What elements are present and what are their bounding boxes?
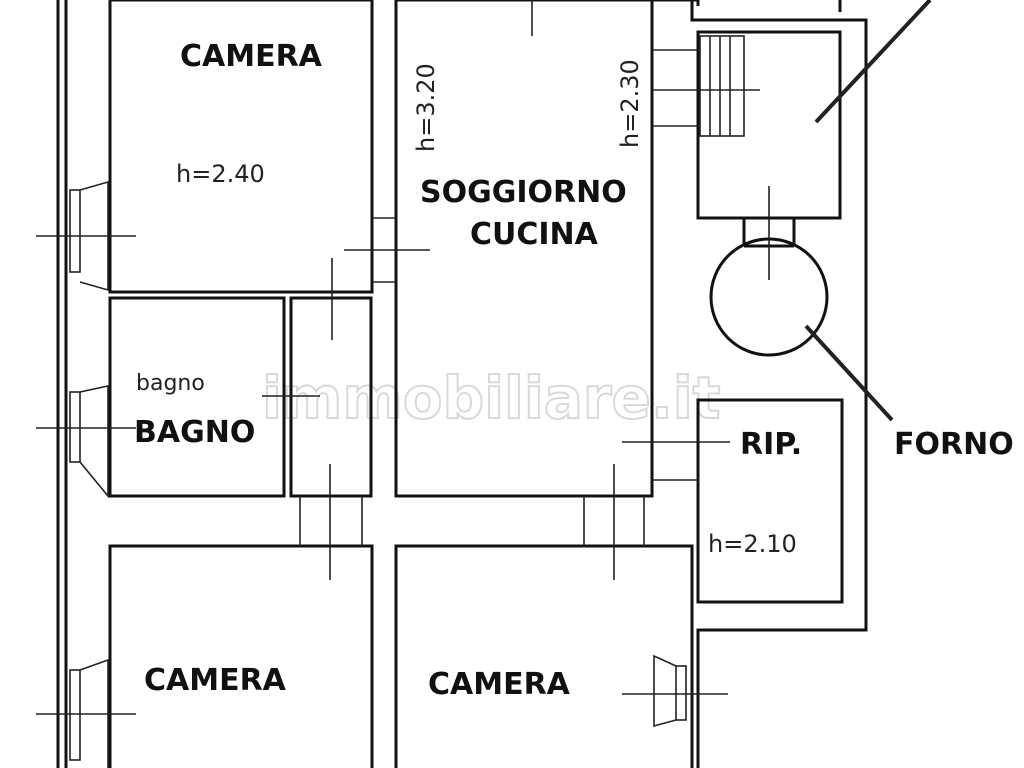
label-soggiorno: SOGGIORNO (420, 175, 627, 210)
label-camera-bottom-left: CAMERA (144, 663, 287, 698)
height-camera-top: h=2.40 (176, 160, 265, 188)
label-camera-top: CAMERA (180, 39, 323, 74)
height-rip: h=2.10 (708, 530, 797, 558)
label-forno: FORNO (894, 427, 1014, 462)
room-camera-bottom-left (108, 544, 374, 768)
label-bagno-small: bagno (136, 371, 205, 396)
label-bagno: BAGNO (134, 415, 255, 450)
room-camera-top (108, 0, 374, 294)
watermark: immobiliare.it (262, 364, 720, 432)
height-soggiorno-b: h=2.30 (616, 59, 644, 148)
walls (56, 0, 868, 768)
room-camera-bottom-mid (394, 544, 694, 768)
label-rip: RIP. (740, 427, 802, 462)
closet (289, 296, 373, 498)
room-rip (696, 398, 844, 604)
height-soggiorno-a: h=3.20 (412, 63, 440, 152)
label-cucina: CUCINA (470, 217, 599, 252)
room-soggiorno (394, 0, 654, 498)
details (36, 0, 932, 768)
room-bagno (108, 296, 286, 498)
label-camera-bottom-mid: CAMERA (428, 667, 571, 702)
